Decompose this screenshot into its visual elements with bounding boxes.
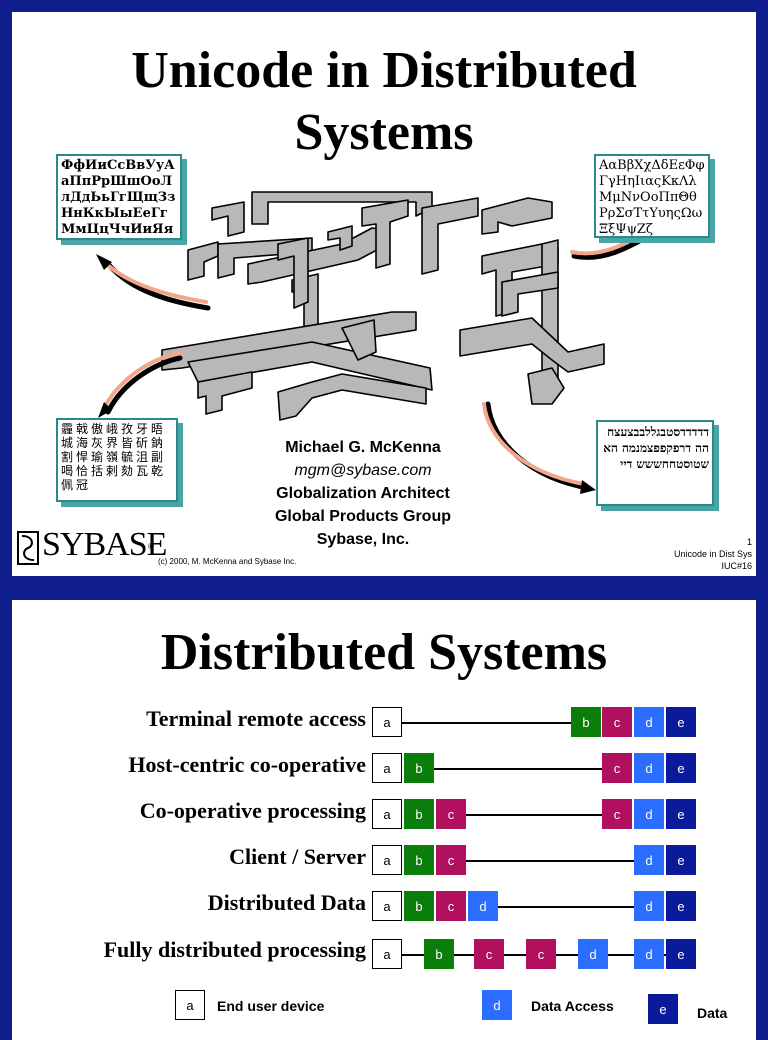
cell-b: b bbox=[424, 939, 454, 969]
cell-b: b bbox=[404, 799, 434, 829]
cell-d: d bbox=[634, 753, 664, 783]
cell-d: d bbox=[578, 939, 608, 969]
legend-key-a: a bbox=[175, 990, 205, 1020]
sybase-logo-icon bbox=[17, 531, 39, 565]
legend-label-data: Data bbox=[697, 1005, 728, 1021]
cell-e: e bbox=[666, 753, 696, 783]
cell-a: a bbox=[372, 707, 402, 737]
cell-b: b bbox=[571, 707, 601, 737]
sybase-wordmark: SYBASE bbox=[42, 526, 167, 563]
cell-c: c bbox=[436, 891, 466, 921]
cell-c: c bbox=[474, 939, 504, 969]
cyrillic-sample-box: ФфИиСсВвУуАаПпРрШшОоЛлДдЬьГгЩщЗзНнКкЫыЕе… bbox=[56, 154, 182, 240]
hebrew-sample-box: דדדדדסטבגללבבצעצחהה דרפקפפצמנמה האשטוסטח… bbox=[596, 420, 714, 506]
greek-sample-box: ΑαΒβΧχΔδΕεΦφΓγΗηΙιαςΚκΛλΜμΝνΟοΠπΘθΡρΣσΤτ… bbox=[594, 154, 710, 238]
row-label-client-server: Client / Server bbox=[229, 844, 366, 869]
legend-key-d: d bbox=[482, 990, 512, 1020]
cell-a: a bbox=[372, 891, 402, 921]
connection-line bbox=[498, 906, 638, 908]
cell-e: e bbox=[666, 939, 696, 969]
legend-label-end-user-device: End user device bbox=[217, 998, 325, 1014]
cell-d: d bbox=[468, 891, 498, 921]
cell-c: c bbox=[602, 799, 632, 829]
deck-name: Unicode in Dist Sys bbox=[673, 549, 752, 559]
maze-illustration bbox=[96, 191, 660, 494]
cell-c: c bbox=[436, 845, 466, 875]
row-label-host-centric: Host-centric co-operative bbox=[128, 752, 366, 777]
cell-a: a bbox=[372, 939, 402, 969]
row-label-fully-distributed: Fully distributed processing bbox=[103, 937, 366, 962]
title-slide: Unicode in Distributed Systems bbox=[12, 12, 756, 576]
row-label-distributed-data: Distributed Data bbox=[207, 890, 366, 915]
conference-tag: IUC#16 bbox=[721, 561, 752, 571]
cell-c: c bbox=[602, 707, 632, 737]
copyright-notice: (c) 2000, M. McKenna and Sybase Inc. bbox=[158, 557, 297, 566]
cjk-sample-box: 霾戟傲峨孜牙晤城海灰界皆斫鈉割悍瑜嶺毓沮副喝恰括剌劾瓦乾佩冠 bbox=[56, 418, 178, 502]
legend-key-e: e bbox=[648, 994, 678, 1024]
cell-a: a bbox=[372, 799, 402, 829]
author-group: Global Products Group bbox=[274, 508, 451, 525]
cell-d: d bbox=[634, 845, 664, 875]
cell-e: e bbox=[666, 891, 696, 921]
author-role: Globalization Architect bbox=[276, 485, 450, 502]
legend-label-data-access: Data Access bbox=[531, 998, 614, 1014]
connection-line bbox=[402, 722, 572, 724]
page-number: 1 bbox=[746, 537, 752, 547]
cell-a: a bbox=[372, 845, 402, 875]
row-label-cooperative-processing: Co-operative processing bbox=[139, 798, 366, 823]
registered-mark: ® bbox=[148, 542, 154, 551]
author-company: Sybase, Inc. bbox=[316, 531, 410, 548]
cell-b: b bbox=[404, 845, 434, 875]
connection-line bbox=[466, 860, 636, 862]
cell-d: d bbox=[634, 939, 664, 969]
cell-c: c bbox=[436, 799, 466, 829]
cell-b: b bbox=[404, 891, 434, 921]
slide-footer-meta: 1 Unicode in Dist Sys IUC#16 bbox=[674, 536, 752, 572]
connection-line bbox=[434, 768, 604, 770]
slide-title: Unicode in Distributed Systems bbox=[131, 42, 637, 161]
author-email-text[interactable]: mgm@sybase.com bbox=[294, 462, 432, 479]
cell-c: c bbox=[526, 939, 556, 969]
slide-title: Distributed Systems bbox=[160, 624, 608, 681]
author-email[interactable]: mgm@sybase.com bbox=[238, 459, 488, 482]
author-name: Michael G. McKenna bbox=[285, 439, 441, 456]
row-label-terminal-remote-access: Terminal remote access bbox=[146, 706, 366, 731]
cell-d: d bbox=[634, 799, 664, 829]
distributed-systems-slide: Distributed Systems Terminal remote acce… bbox=[12, 600, 756, 1040]
cell-e: e bbox=[666, 845, 696, 875]
cell-b: b bbox=[404, 753, 434, 783]
cell-e: e bbox=[666, 707, 696, 737]
cell-c: c bbox=[602, 753, 632, 783]
cell-d: d bbox=[634, 891, 664, 921]
cell-a: a bbox=[372, 753, 402, 783]
cell-e: e bbox=[666, 799, 696, 829]
cell-d: d bbox=[634, 707, 664, 737]
connection-line bbox=[466, 814, 606, 816]
